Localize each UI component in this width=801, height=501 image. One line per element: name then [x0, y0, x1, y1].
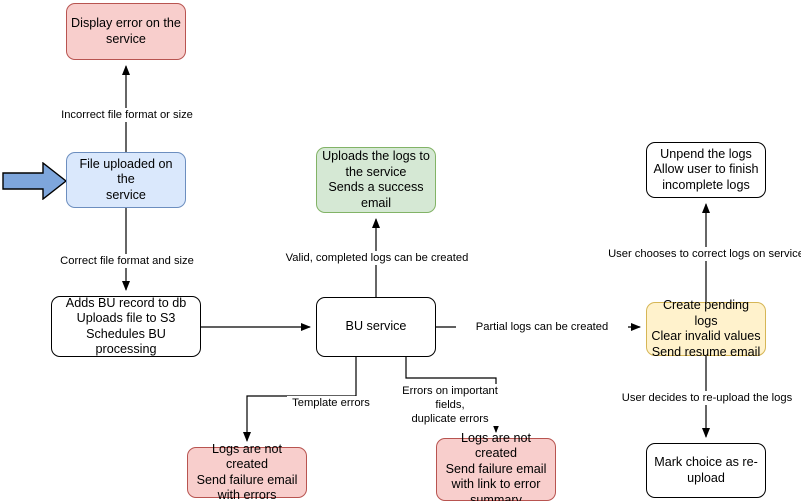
node-bu-service[interactable]: BU service: [316, 297, 436, 357]
edge-label-user-corrects: User chooses to correct logs on service: [607, 247, 801, 261]
node-file-uploaded[interactable]: File uploaded on the service: [66, 152, 186, 208]
start-arrow-icon: [2, 162, 68, 200]
edge-label-template-errors: Template errors: [287, 396, 375, 410]
node-mark-choice-reupload[interactable]: Mark choice as re- upload: [646, 443, 766, 498]
edge-label-partial-logs: Partial logs can be created: [456, 320, 628, 334]
node-adds-bu-record[interactable]: Adds BU record to db Uploads file to S3 …: [51, 296, 201, 357]
edge-label-user-reuploads: User decides to re-upload the logs: [618, 391, 796, 405]
edge-label-incorrect-format: Incorrect file format or size: [56, 108, 198, 122]
node-uploads-logs[interactable]: Uploads the logs to the service Sends a …: [316, 147, 436, 213]
node-logs-not-created-errors[interactable]: Logs are not created Send failure email …: [187, 442, 307, 501]
node-logs-not-created-summary[interactable]: Logs are not created Send failure email …: [436, 431, 556, 501]
edge-label-valid-completed: Valid, completed logs can be created: [281, 251, 473, 265]
node-display-error[interactable]: Display error on the service: [66, 3, 186, 60]
edge-label-errors-important: Errors on important fields, duplicate er…: [391, 384, 509, 426]
edge-label-correct-format: Correct file format and size: [56, 254, 198, 268]
node-unpend-logs[interactable]: Unpend the logs Allow user to finish inc…: [646, 142, 766, 198]
node-create-pending-logs[interactable]: Create pending logs Clear invalid values…: [646, 298, 766, 359]
